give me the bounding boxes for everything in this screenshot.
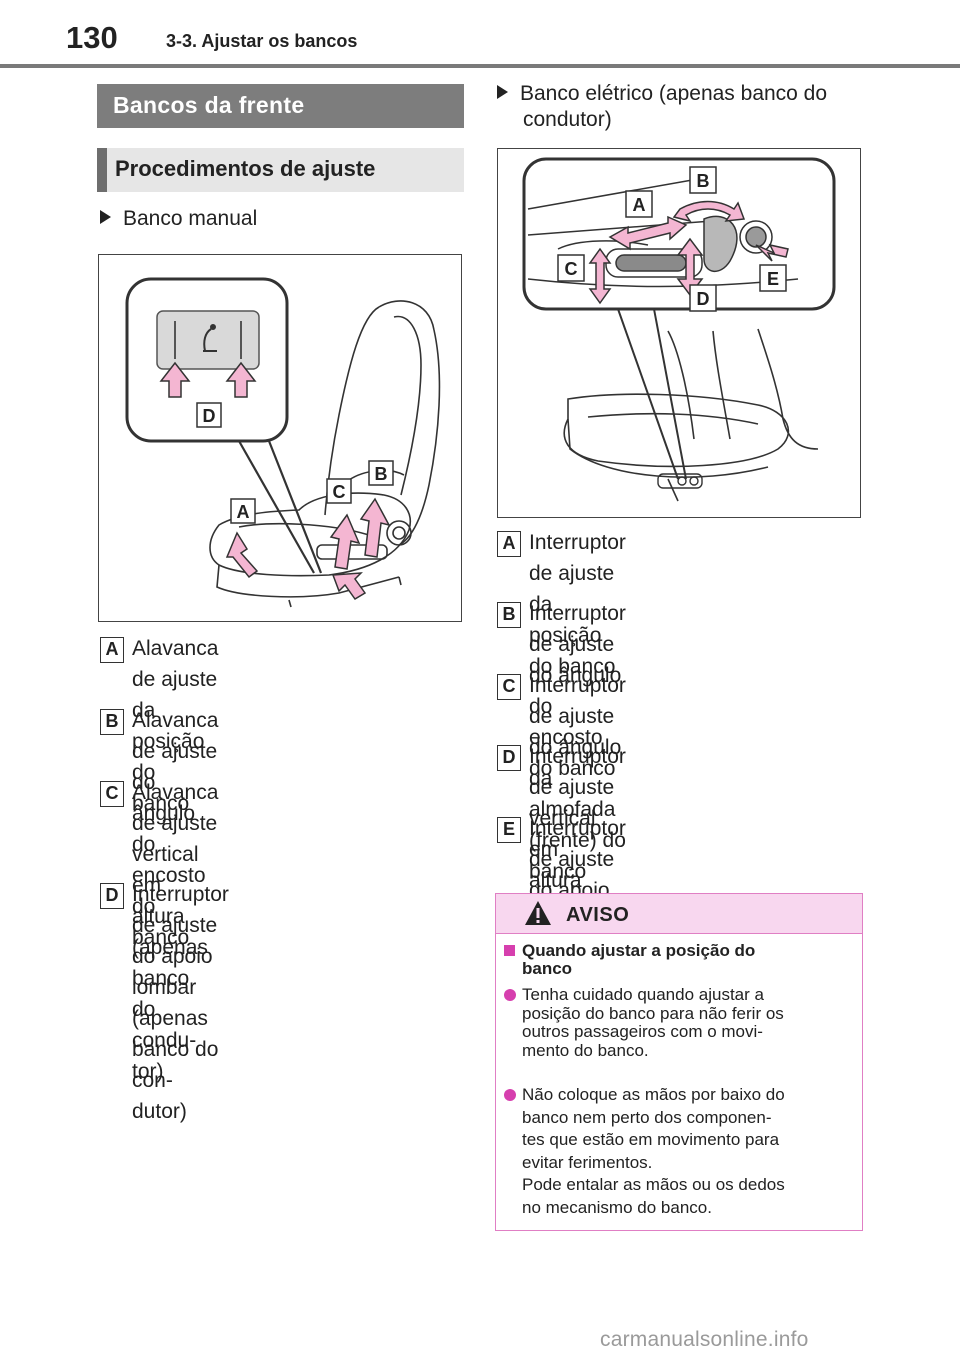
manual-seat-heading: Banco manual [100, 206, 257, 232]
lumbar-arrows-icon [159, 361, 257, 398]
figure-label-c: C [565, 259, 578, 279]
page-number: 130 [66, 20, 118, 55]
lever-arrows-icon [225, 497, 391, 600]
warning-title: AVISO [566, 904, 630, 926]
figure-label-d: D [203, 406, 216, 426]
legend-badge: C [497, 674, 521, 700]
warning-triangle-icon [525, 901, 551, 925]
subsection-title-bar: Procedimentos de ajuste [97, 148, 464, 192]
triangle-bullet-icon [497, 85, 508, 99]
legend-badge: D [497, 745, 521, 771]
legend-badge: B [497, 602, 521, 628]
round-bullet-icon [504, 1089, 516, 1101]
figure-label-b: B [375, 464, 388, 484]
square-bullet-icon [504, 945, 515, 956]
lumbar-seat-icon [203, 324, 217, 352]
section-title: Bancos da frente [113, 92, 305, 118]
figure-label-d: D [697, 289, 710, 309]
figure-label-a: A [237, 502, 250, 522]
header-rule [0, 64, 960, 68]
chapter-title: 3-3. Ajustar os bancos [166, 31, 358, 51]
legend-badge: D [100, 883, 124, 909]
round-bullet-icon [504, 989, 516, 1001]
figure-label-b: B [697, 171, 710, 191]
electric-seat-drawing: B A C E D [522, 157, 836, 502]
electric-seat-illustration: B A C E D [497, 148, 861, 518]
subsection-title: Procedimentos de ajuste [115, 156, 376, 181]
legend-badge: A [100, 637, 124, 663]
legend-badge: E [497, 817, 521, 843]
warning-header: AVISO [496, 894, 862, 934]
switch-arrows-icon [588, 200, 789, 305]
manual-seat-illustration: D A C B [98, 254, 462, 622]
figure-label-c: C [333, 482, 346, 502]
legend-badge: A [497, 531, 521, 557]
section-title-bar: Bancos da frente [97, 84, 464, 128]
figure-label-e: E [767, 269, 779, 289]
page-header: 130 3-3. Ajustar os bancos [0, 0, 960, 64]
figure-label-a: A [633, 195, 646, 215]
triangle-bullet-icon [100, 210, 111, 224]
footer-watermark: carmanualsonline.info [600, 1328, 809, 1351]
manual-seat-drawing: D A C B [125, 277, 441, 608]
electric-seat-heading: Banco elétrico (apenas banco do condutor… [497, 81, 827, 133]
legend-badge: C [100, 781, 124, 807]
legend-badge: B [100, 709, 124, 735]
